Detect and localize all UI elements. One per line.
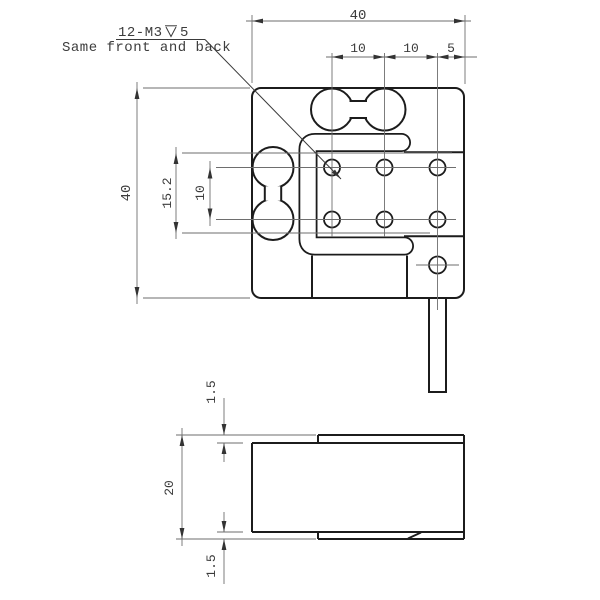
dim-hole-row-pitch-label: 10 bbox=[193, 185, 208, 201]
side-body-outline bbox=[251, 434, 465, 540]
dim-top-plate-label: 1.5 bbox=[204, 380, 219, 403]
side-dimension-arrows bbox=[179, 424, 227, 550]
extension-lines bbox=[143, 15, 466, 299]
dim-hole-col-2-label: 10 bbox=[403, 41, 419, 56]
depth-symbol-icon bbox=[165, 25, 177, 38]
flexure-slot-cutout bbox=[298, 133, 414, 256]
dim-hole-col-1-label: 10 bbox=[350, 41, 366, 56]
body-outline bbox=[251, 87, 465, 299]
leader-arrowhead bbox=[331, 169, 341, 179]
cutout-neck-fill bbox=[265, 186, 281, 201]
thread-spec-label: 12-M3 bbox=[118, 25, 163, 41]
flexure-slot-interior bbox=[300, 134, 413, 254]
dim-total-height-label: 40 bbox=[119, 185, 135, 202]
side-view: 1.5 20 1.5 bbox=[162, 380, 465, 584]
cutout-neck-fill bbox=[350, 101, 366, 117]
dim-bottom-plate-label: 1.5 bbox=[204, 554, 219, 577]
leader-note-label: Same front and back bbox=[62, 40, 231, 56]
centerlines bbox=[216, 53, 459, 310]
leader-line bbox=[204, 39, 342, 180]
side-extension-lines bbox=[176, 434, 316, 540]
flexure-slot-outline bbox=[298, 133, 414, 256]
dim-hole-col-edge-label: 5 bbox=[447, 41, 455, 56]
top-view: 40 10 10 5 40 15.2 10 12-M3 5 Same front… bbox=[62, 8, 477, 393]
cable bbox=[428, 298, 447, 393]
thread-leader-note: 12-M3 5 Same front and back bbox=[62, 25, 342, 180]
flexure-cutout-top bbox=[310, 87, 407, 132]
thread-depth-label: 5 bbox=[180, 25, 189, 41]
dim-total-width-label: 40 bbox=[350, 8, 367, 24]
flexure-cutout-left bbox=[251, 146, 295, 241]
dim-flexure-height-label: 15.2 bbox=[160, 177, 175, 208]
cable-exit-mark bbox=[407, 531, 422, 540]
dimension-arrows bbox=[134, 18, 465, 298]
dim-total-thickness-label: 20 bbox=[162, 480, 177, 496]
